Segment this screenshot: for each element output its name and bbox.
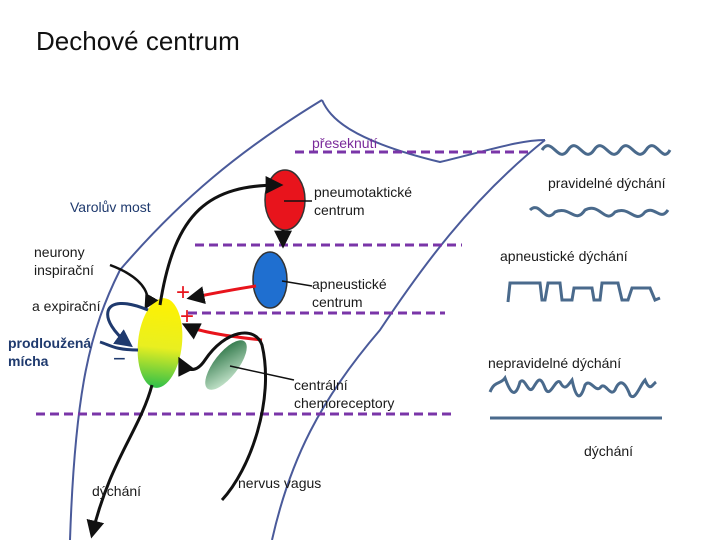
arrow-vagus bbox=[178, 331, 267, 502]
pointer-chemoreceptors bbox=[229, 365, 295, 381]
sign-minus: − bbox=[113, 346, 126, 371]
apneustic-center bbox=[252, 251, 288, 309]
label-pneumotakticke: pneumotaktické centrum bbox=[314, 184, 413, 218]
arrow-medulla-to-pneumotaxic bbox=[158, 176, 284, 306]
medulla-neurons bbox=[137, 298, 183, 388]
label-pravidelne-dychani: pravidelné dýchání bbox=[548, 175, 666, 191]
label-apneusticke-dychani: apneustické dýchání bbox=[500, 248, 628, 264]
label-apneusticke-centrum: apneustické centrum bbox=[312, 276, 387, 310]
pneumotaxic-center bbox=[264, 169, 306, 231]
label-preseknuti: přeseknutí bbox=[312, 135, 378, 151]
pointer-apneustic bbox=[281, 280, 313, 287]
arrow-expiratory-feedback bbox=[106, 302, 149, 348]
brainstem-outline-inner bbox=[271, 139, 546, 540]
label-nervus-vagus: nervus vagus bbox=[238, 475, 322, 491]
arrow-neurons-to-medulla bbox=[109, 263, 159, 310]
sign-plus-1: + bbox=[176, 279, 191, 306]
sign-plus-2: + bbox=[180, 303, 195, 330]
label-nepravidelne-dychani: nepravidelné dýchání bbox=[488, 355, 622, 371]
arrow-dychani-from-medulla bbox=[86, 384, 154, 539]
arrow-medulla-inhibition bbox=[99, 340, 139, 352]
label-a-expiracni: a expirační bbox=[32, 298, 101, 314]
central-chemoreceptors bbox=[205, 340, 247, 390]
label-dychani-left: dýchání bbox=[92, 483, 142, 499]
label-dychani-right: dýchání bbox=[584, 443, 634, 459]
page-title: Dechové centrum bbox=[36, 26, 240, 56]
arrow-apneustic-to-medulla bbox=[186, 284, 257, 305]
label-centralni: centrální chemoreceptory bbox=[294, 377, 395, 411]
label-neurony: neurony inspirační bbox=[34, 244, 94, 278]
label-prodlouzena: prodloužená mícha bbox=[8, 335, 92, 369]
wave-dychani bbox=[488, 374, 657, 399]
label-varoluv-most: Varolův most bbox=[70, 199, 151, 215]
wave-apneusticke bbox=[528, 206, 670, 218]
arrow-chemoreceptors-to-medulla bbox=[181, 323, 263, 342]
wave-nepravidelne bbox=[506, 281, 661, 303]
brainstem-outline-upper bbox=[321, 99, 546, 164]
wave-pravidelne bbox=[540, 144, 672, 156]
